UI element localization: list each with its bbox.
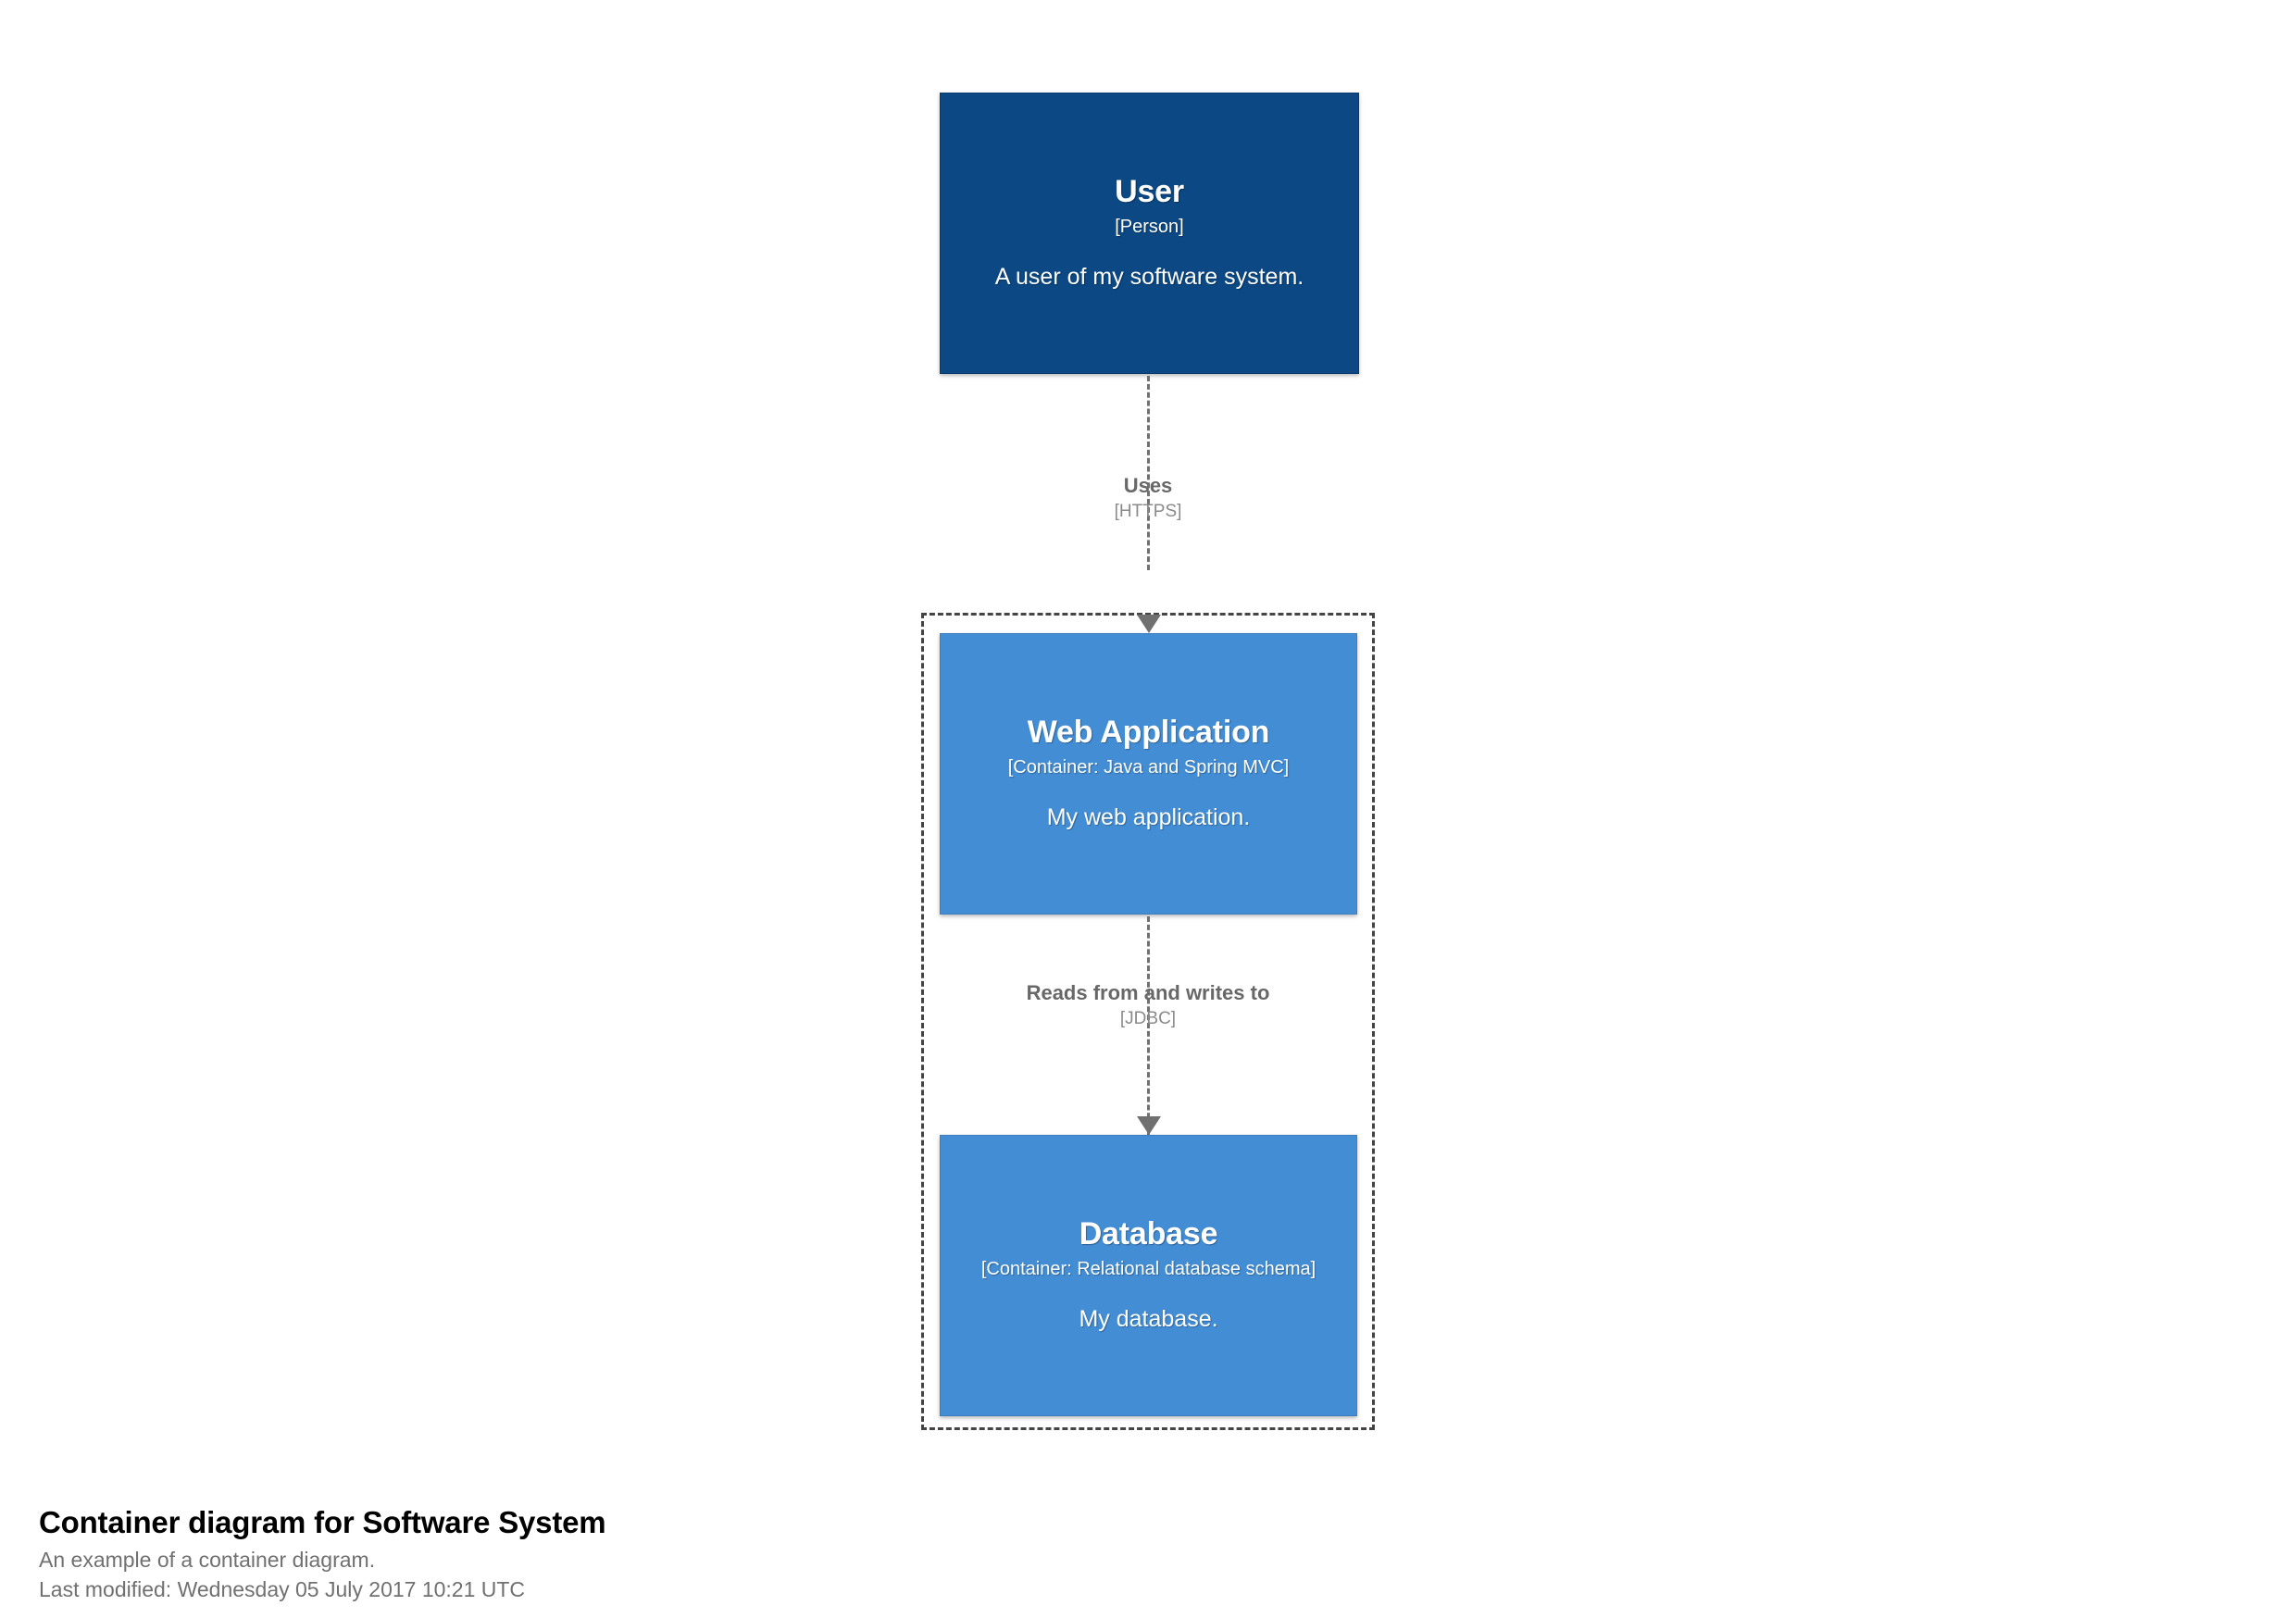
node-database-title: Database: [1079, 1216, 1218, 1252]
relationship-description-reads-writes: Reads from and writes to: [1026, 981, 1270, 1004]
relationship-technology-jdbc: [JDBC]: [1119, 1009, 1177, 1029]
diagram-title: Container diagram for Software System: [39, 1505, 606, 1539]
diagram-caption: Container diagram for Software System An…: [39, 1503, 1335, 1604]
node-user-type: [Person]: [1115, 217, 1184, 238]
relationship-description-uses: Uses: [1123, 474, 1173, 497]
diagram-last-modified: Last modified: Wednesday 05 July 2017 10…: [39, 1577, 526, 1602]
relationship-line-webapp-to-database: [1147, 916, 1150, 1135]
node-database[interactable]: Database [Container: Relational database…: [940, 1135, 1357, 1416]
node-web-application-type: [Container: Java and Spring MVC]: [1007, 757, 1290, 778]
node-user-title: User: [1115, 174, 1184, 210]
diagram-subtitle: An example of a container diagram.: [39, 1548, 376, 1573]
node-database-type: [Container: Relational database schema]: [980, 1259, 1316, 1280]
relationship-technology-https: [HTTPS]: [1114, 502, 1182, 522]
relationship-label-user-to-webapp: Uses [HTTPS]: [963, 474, 1333, 523]
node-web-application-title: Web Application: [1027, 715, 1270, 751]
relationship-line-user-to-webapp: [1147, 376, 1150, 570]
node-user[interactable]: User [Person] A user of my software syst…: [940, 93, 1359, 374]
node-web-application-description: My web application.: [1046, 804, 1251, 831]
relationship-label-webapp-to-database: Reads from and writes to [JDBC]: [963, 981, 1333, 1030]
node-database-description: My database.: [1079, 1306, 1218, 1333]
node-web-application[interactable]: Web Application [Container: Java and Spr…: [940, 633, 1357, 915]
arrowhead-icon-webapp-to-database: [1137, 1116, 1161, 1135]
arrowhead-icon-user-to-webapp: [1137, 615, 1161, 633]
node-user-description: A user of my software system.: [994, 264, 1304, 291]
